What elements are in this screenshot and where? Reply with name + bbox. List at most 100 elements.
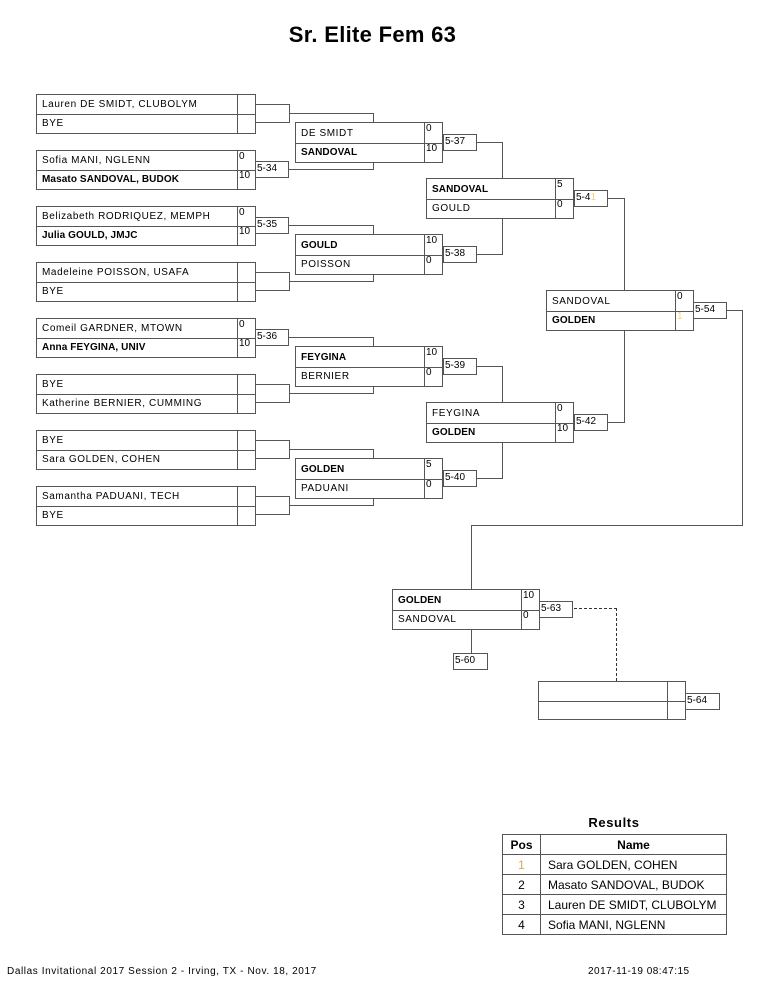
competitor-name: GOULD (301, 239, 338, 251)
competitor-slot: BYE (37, 375, 255, 395)
round1-match: BYE Katherine BERNIER, CUMMING (36, 374, 256, 414)
competitor-slot: BYE (37, 506, 255, 525)
match-number-label: 5-4 (576, 192, 591, 203)
competitor-score: 10 (424, 347, 442, 367)
match-number: 5-35 (255, 217, 289, 234)
match-number-label: 5-38 (445, 248, 466, 259)
footer-timestamp: 2017-11-19 08:47:15 (588, 966, 690, 977)
connector-line (373, 449, 374, 459)
competitor-slot: BYE (37, 114, 255, 133)
competitor-score: 10 (424, 235, 442, 255)
competitor-slot: Belizabeth RODRIQUEZ, MEMPH 0 (37, 207, 255, 227)
placement-match (538, 681, 686, 720)
competitor-name (544, 682, 663, 701)
competitor-name: SANDOVAL (301, 147, 358, 158)
competitor-slot: GOULD 10 (296, 235, 442, 256)
connector-line (289, 337, 374, 338)
match-number-label: 5-40 (445, 472, 466, 483)
competitor-score: 0 (675, 291, 693, 311)
competitor-score: 0 (237, 207, 255, 226)
results-table: Pos Name 1 Sara GOLDEN, COHEN 2 Masato S… (502, 834, 727, 935)
competitor-slot: Anna FEYGINA, UNIV 10 (37, 338, 255, 357)
results-name: Sara GOLDEN, COHEN (540, 854, 727, 875)
competitor-name: GOLDEN (301, 463, 345, 475)
connector-line (289, 505, 374, 506)
competitor-name: Belizabeth RODRIQUEZ, MEMPH (42, 211, 211, 222)
competitor-score: 10 (237, 338, 255, 357)
match-number-label: 5-34 (257, 163, 278, 174)
competitor-score (237, 431, 255, 450)
competitor-slot: DE SMIDT 0 (296, 123, 442, 144)
connector-line (289, 169, 374, 170)
competitor-score: 1 (675, 311, 693, 330)
competitor-name: DE SMIDT (301, 127, 354, 139)
bracket-title: Sr. Elite Fem 63 (288, 22, 457, 47)
connector-line (624, 330, 625, 423)
competitor-slot: Madeleine POISSON, USAFA (37, 263, 255, 283)
match-number-label: 5-60 (455, 655, 476, 666)
results-row: 3 Lauren DE SMIDT, CLUBOLYM (502, 894, 727, 915)
competitor-slot: SANDOVAL 0 (547, 291, 693, 312)
connector-line (373, 225, 374, 235)
competitor-score: 0 (424, 255, 442, 274)
match-number: 5-40 (443, 470, 477, 487)
connector-line (289, 225, 374, 226)
competitor-name: Julia GOULD, JMJC (42, 230, 138, 241)
competitor-score: 10 (237, 226, 255, 245)
connector-line (471, 525, 743, 526)
competitor-name: Anna FEYGINA, UNIV (42, 342, 146, 353)
results-name: Lauren DE SMIDT, CLUBOLYM (540, 894, 727, 915)
match-number: 5-41 (574, 190, 608, 207)
match-number: 5-37 (443, 134, 477, 151)
connector-line (477, 366, 503, 367)
match-number-label: 5-39 (445, 360, 466, 371)
results-title: Results (588, 815, 640, 830)
connector-line (502, 218, 503, 255)
dashed-connector (574, 608, 617, 609)
competitor-score: 0 (424, 123, 442, 143)
results-name: Masato SANDOVAL, BUDOK (540, 874, 727, 895)
match-number: 5-36 (255, 329, 289, 346)
match-number: 5-34 (255, 161, 289, 178)
competitor-score (667, 682, 685, 701)
competitor-slot (539, 682, 685, 702)
competitor-name: BYE (42, 379, 64, 390)
competitor-name: BYE (42, 435, 64, 446)
connector-line (502, 142, 503, 179)
competitor-score (667, 701, 685, 719)
match-number-label: 5-37 (445, 136, 466, 147)
match-number: 5-63 (539, 601, 573, 618)
competitor-name: Samantha PADUANI, TECH (42, 491, 180, 502)
competitor-name: GOLDEN (432, 427, 476, 438)
competitor-name: BYE (42, 286, 64, 297)
match-number: 5-38 (443, 246, 477, 263)
connector-line (624, 198, 625, 291)
connector-line (727, 310, 743, 311)
competitor-score (237, 506, 255, 525)
connector-line (289, 393, 374, 394)
match-number-label: 5-63 (541, 603, 562, 614)
connector-line (477, 254, 503, 255)
bye-connector (255, 496, 290, 515)
competitor-slot: Samantha PADUANI, TECH (37, 487, 255, 507)
competitor-score (237, 450, 255, 469)
competitor-name: SANDOVAL (552, 295, 611, 307)
competitor-score (237, 394, 255, 413)
competitor-name: Katherine BERNIER, CUMMING (42, 398, 203, 409)
dashed-connector (616, 608, 617, 681)
results-row: 1 Sara GOLDEN, COHEN (502, 854, 727, 875)
competitor-score: 5 (424, 459, 442, 479)
connector-line (373, 113, 374, 123)
